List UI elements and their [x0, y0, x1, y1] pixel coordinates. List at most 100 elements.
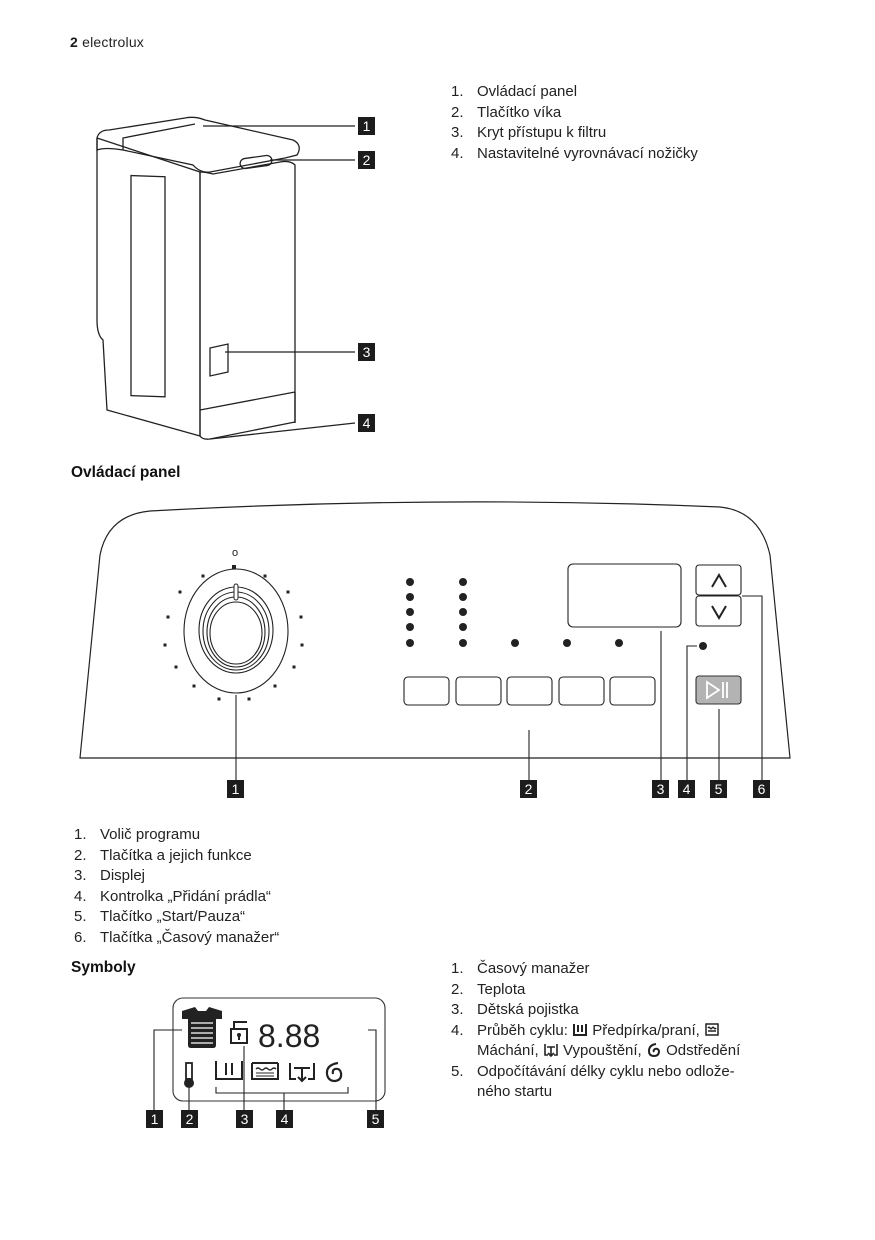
function-button-5[interactable] — [609, 676, 656, 706]
dial-tick — [217, 697, 221, 701]
option-led — [459, 578, 467, 586]
control-panel-list: 1.Volič programu 2.Tlačítka a jejich fun… — [74, 825, 279, 948]
panel-callout-4: 4 — [678, 780, 695, 798]
callout-3: 3 — [358, 343, 375, 361]
option-led — [459, 623, 467, 631]
display-frame — [172, 997, 386, 1102]
brand-name: electrolux — [82, 34, 145, 50]
dial-tick — [166, 615, 170, 619]
machine-side-panel — [96, 137, 201, 437]
callout-1: 1 — [358, 117, 375, 135]
dial-tick — [292, 665, 296, 669]
function-button-3[interactable] — [506, 676, 553, 706]
list-item: 1.Volič programu — [74, 826, 201, 843]
wash-phase-icon — [573, 1023, 588, 1036]
page-header: 2 electrolux — [70, 34, 144, 50]
rinse-phase-icon — [705, 1022, 719, 1036]
time-up-button[interactable] — [695, 564, 742, 596]
machine-lid — [96, 116, 300, 173]
spin-phase-icon — [325, 1061, 343, 1083]
dial-tick — [232, 565, 236, 569]
list-item: 3.Dětská pojistka — [451, 1001, 579, 1018]
option-led — [615, 639, 623, 647]
machine-front-panel — [199, 160, 296, 440]
control-panel-illustration: o — [79, 501, 791, 780]
dial-tick — [178, 590, 182, 594]
list-item: 4.Nastavitelné vyrovnávací nožičky — [451, 144, 698, 162]
washing-machine-illustration — [96, 116, 356, 440]
drain-phase-icon — [544, 1044, 558, 1057]
dial-tick — [299, 615, 303, 619]
dial-tick — [174, 665, 178, 669]
symbol-leaders — [153, 1029, 377, 1113]
list-item: 4.Kontrolka „Přidání prádla“ — [74, 887, 271, 905]
option-led — [459, 639, 467, 647]
dial-tick — [286, 590, 290, 594]
option-led — [406, 593, 414, 601]
panel-callout-5: 5 — [710, 780, 727, 798]
spin-phase-icon — [647, 1043, 660, 1057]
list-item: 6.Tlačítka „Časový manažer“ — [74, 928, 280, 946]
list-item: 2.Tlačítko víka — [451, 103, 562, 121]
dial-tick — [273, 684, 277, 688]
function-button-4[interactable] — [558, 676, 605, 706]
filter-cover — [209, 343, 229, 377]
callout-4: 4 — [358, 414, 375, 432]
option-led — [459, 608, 467, 616]
temperature-icon — [184, 1062, 194, 1088]
panel-outline — [79, 501, 791, 759]
wash-phase-icon — [215, 1061, 243, 1080]
child-lock-icon — [230, 1021, 248, 1044]
symbol-callout-1: 1 — [146, 1110, 163, 1128]
rinse-phase-icon — [251, 1062, 279, 1080]
indicator-leds — [406, 578, 623, 647]
symbol-callout-5: 5 — [367, 1110, 384, 1128]
panel-callout-6: 6 — [753, 780, 770, 798]
list-item: 2.Tlačítka a jejich funkce — [74, 846, 252, 864]
list-item: 1.Časový manažer — [451, 960, 590, 977]
option-led — [406, 623, 414, 631]
program-selector-dial — [183, 568, 289, 694]
option-led — [511, 639, 519, 647]
dial-tick — [263, 574, 267, 578]
list-item: 3.Displej — [74, 867, 146, 884]
dial-tick — [300, 643, 304, 647]
option-led — [459, 593, 467, 601]
list-item: 4. Průběh cyklu: Předpírka/praní, Máchán… — [451, 1021, 741, 1060]
chevron-down-icon — [711, 605, 727, 620]
control-panel-heading: Ovládací panel — [71, 464, 181, 481]
function-button-1[interactable] — [403, 676, 450, 706]
option-led — [406, 578, 414, 586]
play-pause-icon — [706, 680, 728, 700]
time-down-button[interactable] — [695, 595, 742, 627]
panel-callout-3: 3 — [652, 780, 669, 798]
list-item: 1.Ovládací panel — [451, 83, 578, 100]
drain-phase-icon — [289, 1063, 315, 1083]
symbol-callout-4: 4 — [276, 1110, 293, 1128]
chevron-up-icon — [711, 573, 727, 588]
countdown-display: 8.88 — [258, 1018, 320, 1054]
page-number: 2 — [70, 34, 78, 50]
panel-callout-2: 2 — [520, 780, 537, 798]
function-button-2[interactable] — [455, 676, 502, 706]
dial-off-marker: o — [232, 547, 238, 559]
side-recess — [130, 174, 166, 398]
panel-callout-1: 1 — [227, 780, 244, 798]
dial-tick — [201, 574, 205, 578]
dial-tick — [192, 684, 196, 688]
symbols-display-illustration: 8.88 — [153, 997, 386, 1113]
time-manager-icon — [182, 1007, 222, 1048]
symbol-callout-2: 2 — [181, 1110, 198, 1128]
plinth-line — [199, 391, 296, 411]
lid-edge — [122, 123, 196, 150]
add-laundry-led — [699, 642, 707, 650]
dial-tick — [163, 643, 167, 647]
dial-position-ticks — [163, 565, 304, 701]
option-led — [406, 608, 414, 616]
function-buttons — [403, 676, 656, 706]
symbols-heading: Symboly — [71, 959, 136, 976]
list-item: 5.Odpočítávání délky cyklu nebo odlože-n… — [451, 1062, 735, 1101]
list-item: 3.Kryt přístupu k filtru — [451, 124, 607, 141]
lid-button — [239, 154, 273, 170]
symbols-list: 1.Časový manažer 2.Teplota 3.Dětská poji… — [451, 959, 811, 1103]
